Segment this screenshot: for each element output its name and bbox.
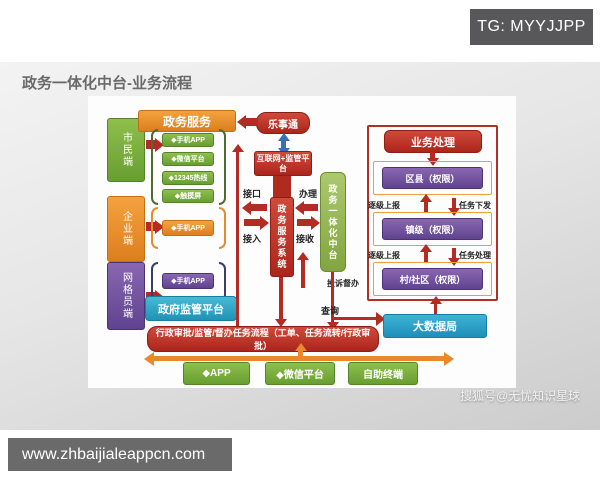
citizen-item-wechat: ◆微信平台 — [162, 152, 214, 166]
gov-supervision-box: 政府监管平台 — [145, 296, 237, 321]
orange-double-arrow-icon — [154, 356, 444, 361]
blue-double-arrow-icon — [281, 141, 286, 148]
access-arrow-right-icon — [244, 219, 260, 226]
url-badge-text: www.zhbaijialeappcn.com — [22, 445, 206, 463]
leshitong-box: 乐事通 — [256, 112, 310, 134]
mid-up-arrow-icon — [301, 260, 305, 288]
leshitong-arrow-left-icon — [246, 118, 258, 126]
orange-up-arrow-icon — [298, 351, 303, 357]
handle-arrow-left-icon — [304, 204, 318, 211]
level-village-box: 村/社区（权限） — [382, 268, 483, 290]
connector-stem — [273, 176, 291, 200]
row2-down-arrow-icon — [452, 248, 456, 258]
row1-down-arrow-icon — [452, 198, 456, 208]
enterprise-item-app: ◆手机APP — [162, 220, 214, 236]
receive-label: 接收 — [296, 234, 315, 244]
citizen-bracket-right — [219, 129, 226, 205]
terminal-app-box: ◆APP — [183, 362, 250, 385]
row2-left-label: 逐级上报 — [368, 251, 400, 260]
internet-platform-box: 互联网+监管平台 — [254, 151, 312, 176]
row1-left-label: 逐级上报 — [368, 201, 400, 210]
query-label: 查询 — [321, 306, 340, 316]
interface-label: 接口 — [243, 189, 262, 199]
feedback-line-up-icon — [236, 152, 239, 328]
query-arrow-right-icon — [334, 317, 376, 320]
interface-arrow-left-icon — [251, 204, 267, 211]
channel-citizen: 市民端 — [107, 118, 145, 182]
citizen-item-touchscreen: ◆触摸屏 — [162, 189, 214, 203]
citizen-item-hotline: ◆12345热线 — [162, 171, 214, 185]
enterprise-bracket-right — [219, 207, 226, 249]
watermark: 搜狐号@无忧知识星球 — [460, 389, 581, 403]
row2-right-label: 任务处理 — [459, 251, 491, 260]
complaint-label: 投诉督办 — [327, 279, 359, 288]
complaint-down-line-icon — [331, 272, 334, 322]
gov-service-box: 政务服务 — [138, 110, 236, 132]
row1-up-arrow-icon — [424, 202, 428, 212]
level2-border — [373, 212, 492, 246]
business-processing-box: 业务处理 — [384, 130, 482, 153]
level-town-box: 镇级（权限） — [382, 218, 483, 240]
big-data-bureau-box: 大数据局 — [383, 314, 487, 338]
terminal-wechat-box: ◆微信平台 — [265, 362, 335, 385]
row1-right-label: 任务下发 — [459, 201, 491, 210]
tg-badge-text: TG: MYYJJPP — [477, 18, 586, 35]
level1-border — [373, 161, 492, 195]
citizen-arrow-right-icon — [146, 140, 155, 149]
receive-arrow-right-icon — [297, 219, 311, 226]
handle-label: 办理 — [299, 189, 318, 199]
enterprise-arrow-right-icon — [146, 222, 155, 231]
channel-enterprise: 企业端 — [107, 196, 145, 262]
channel-grid-worker: 网格员端 — [107, 262, 145, 330]
level-district-box: 区县（权限） — [382, 167, 483, 189]
service-system-down-arrow-icon — [279, 277, 283, 319]
middle-platform-box: 政务一体化中台 — [320, 172, 346, 272]
tg-badge: TG: MYYJJPP — [470, 9, 593, 45]
citizen-bracket-left — [151, 129, 158, 205]
enterprise-bracket-left — [151, 207, 158, 249]
page-title: 政务一体化中台-业务流程 — [22, 75, 192, 92]
service-system-box: 政务服务系统 — [270, 197, 294, 277]
bigdata-up-arrow-icon — [434, 304, 437, 314]
terminal-kiosk-box: 自助终端 — [348, 362, 418, 385]
process-bar: 行政审批/监管/督办任务流程（工单、任务流转/行政审批） — [147, 326, 379, 352]
business-down-arrow-icon — [430, 152, 435, 158]
citizen-item-app: ◆手机APP — [162, 133, 214, 147]
access-label: 接入 — [243, 234, 262, 244]
grid-item-app: ◆手机APP — [162, 273, 214, 289]
url-badge: www.zhbaijialeappcn.com — [8, 438, 232, 471]
row2-up-arrow-icon — [424, 252, 428, 262]
